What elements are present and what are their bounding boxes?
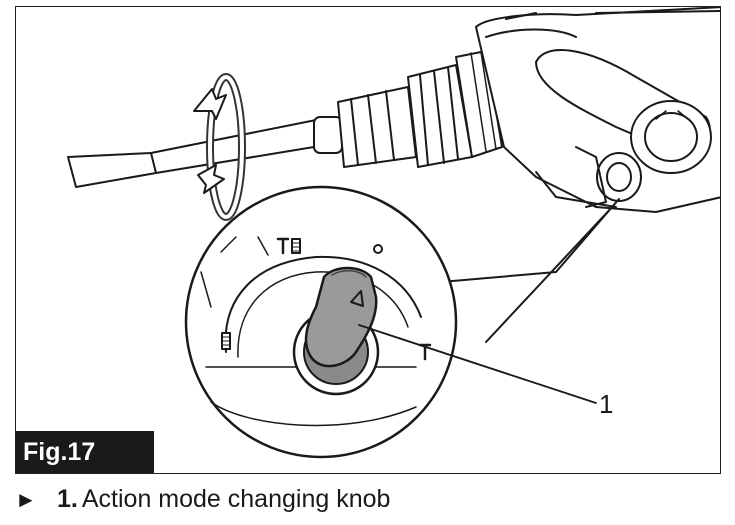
rotation-line-mark	[257, 236, 269, 256]
tool-body	[475, 7, 720, 213]
magnifier-circle	[184, 185, 458, 459]
callout-line-1	[358, 324, 597, 404]
rotation-arrows-icon	[193, 73, 246, 221]
figure-frame: 1 Fig.17	[15, 6, 721, 474]
hammer-symbol-icon	[221, 332, 231, 350]
drill-bit-symbol-icon	[276, 237, 301, 255]
figure-label: Fig.17	[16, 431, 154, 473]
caption-number: 1.	[57, 485, 78, 513]
drill-chuck	[313, 50, 503, 168]
caption-text: Action mode changing knob	[81, 485, 391, 513]
triangle-arrow-icon	[350, 290, 364, 307]
figure-caption: ► 1.Action mode changing knob	[15, 481, 390, 517]
caption-bullet: ►	[15, 487, 37, 512]
callout-leader	[440, 198, 620, 343]
circle-marker-icon	[373, 244, 383, 254]
screwdriver-bit	[67, 118, 327, 188]
rotary-hammer-illustration	[67, 7, 720, 459]
callout-number-1: 1	[599, 389, 614, 419]
